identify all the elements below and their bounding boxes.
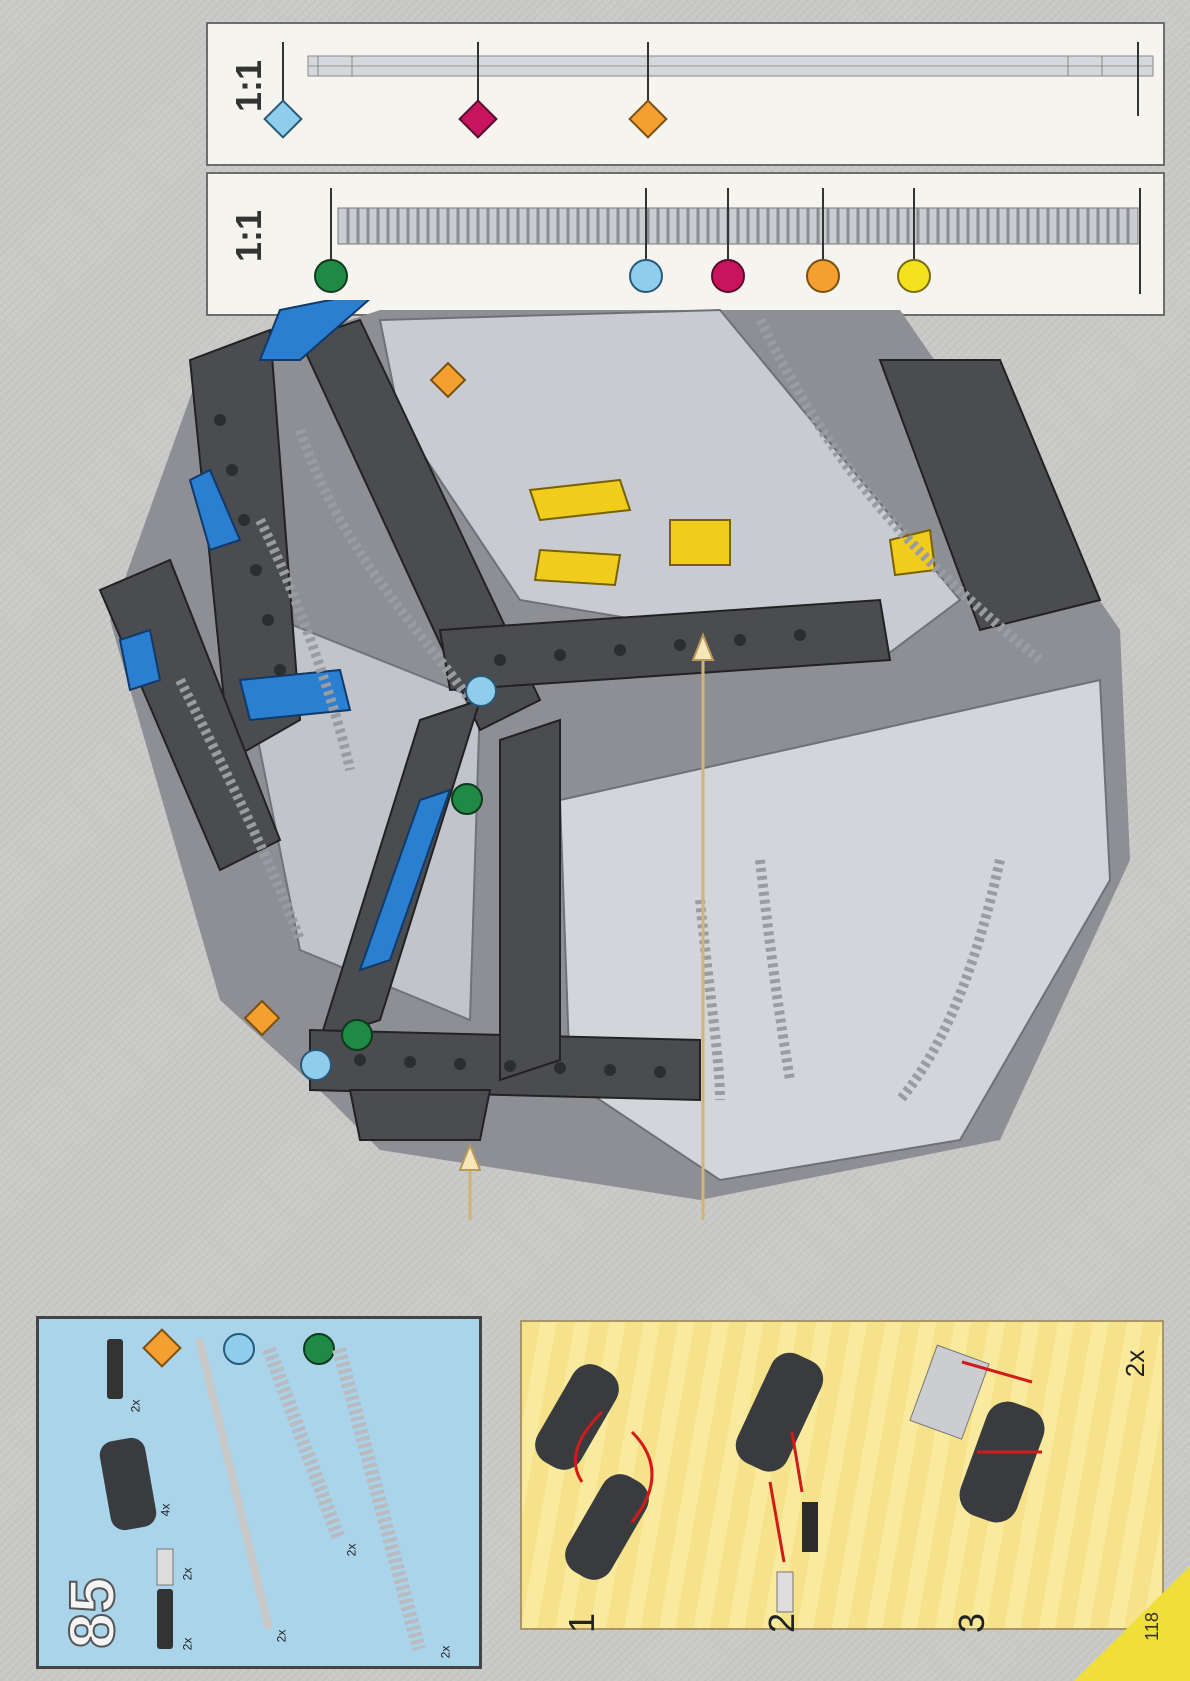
axle-pin-part: [156, 1548, 174, 1586]
blue-circle-model-marker: [465, 675, 497, 707]
axle-scale-drawing: [263, 42, 1154, 139]
axle-pin-step2: [776, 1571, 794, 1613]
scale-panel-flex-tube: 1:1: [206, 172, 1165, 316]
blue-circle-marker: [629, 259, 663, 293]
blue-diamond-marker: [263, 99, 303, 139]
yellow-circle-marker: [897, 259, 931, 293]
beam-left-long: [188, 328, 302, 762]
qty-label: 2x: [180, 1637, 195, 1651]
blue-beam-small: [118, 628, 162, 692]
liftarm-3-part: [99, 1437, 157, 1531]
blue-circle-parts-marker: [223, 1333, 255, 1365]
spring-3: [175, 677, 305, 942]
spring-1: [295, 428, 475, 703]
sub-assembly-box: 2x 1 2 3: [520, 1320, 1164, 1634]
step2-arrow: [768, 1481, 786, 1563]
plate-step3: [909, 1344, 990, 1440]
magenta-diamond-marker: [458, 99, 498, 139]
qty-label: 2x: [128, 1399, 143, 1413]
blue-beam-top: [258, 300, 371, 361]
page-corner-tab: [1074, 1566, 1190, 1681]
flex-tube-short-part: [262, 1346, 346, 1542]
liftarm-step2: [735, 1352, 824, 1472]
axle-long-part: [195, 1338, 273, 1630]
step3-arrow: [961, 1360, 1033, 1384]
flex-tube-scale-drawing: [314, 188, 1141, 294]
liftarm-step1-b: [565, 1474, 649, 1580]
orange-diamond-marker: [628, 99, 668, 139]
orange-diamond-parts-marker: [142, 1328, 182, 1368]
yellow-liftarm-mid: [533, 548, 622, 587]
sub-step-number: 2: [761, 1612, 803, 1634]
orange-diamond-model-marker: [429, 361, 467, 399]
friction-pin-part: [107, 1339, 123, 1399]
orange-circle-marker: [806, 259, 840, 293]
spring-2: [255, 517, 355, 771]
sub-step-number: 1: [561, 1612, 603, 1634]
sub-step-number: 3: [951, 1612, 993, 1634]
green-circle-marker: [314, 259, 348, 293]
step2-arrow: [790, 1431, 804, 1493]
qty-label: 2x: [180, 1567, 195, 1581]
callout-line: [468, 1165, 472, 1220]
spring-7: [755, 859, 795, 1081]
parts-drawings: [99, 1328, 426, 1651]
blue-beam-mid: [238, 668, 352, 722]
qty-label: 2x: [344, 1543, 359, 1557]
sub-assembly-drawings: [535, 1344, 1045, 1613]
scale-panel-axle: 1:1: [206, 22, 1165, 166]
callout-arrowhead: [691, 632, 715, 661]
beam-right: [878, 359, 1102, 632]
spring-4: [755, 317, 1044, 664]
callout-arrowhead: [458, 1142, 482, 1171]
pin-with-axle-part: [157, 1589, 173, 1649]
page-number: 118: [1141, 1612, 1162, 1641]
qty-label: 4x: [158, 1503, 173, 1517]
qty-label: 2x: [274, 1629, 289, 1643]
blue-beam-diag: [358, 788, 452, 972]
green-circle-model-marker: [451, 783, 483, 815]
pin-step2: [802, 1502, 818, 1552]
step1-arrow: [573, 1410, 604, 1483]
yellow-liftarm-top: [528, 478, 632, 522]
flex-tube-long-part: [332, 1347, 426, 1651]
beam-center-v: [499, 718, 561, 1082]
qty-label: 2x: [438, 1645, 453, 1659]
liftarm-step3: [959, 1401, 1045, 1523]
blue-beam-left: [188, 468, 242, 552]
spring-6: [896, 858, 1005, 1104]
parts-list-box: 85 2x 4x 2x 2x 2x 2x 2x: [36, 1316, 482, 1669]
beam-foot: [348, 1089, 492, 1141]
yellow-connector: [669, 519, 731, 566]
model-illustration: [98, 300, 1130, 1220]
blue-circle-model-marker: [300, 1049, 332, 1081]
liftarm-step1-a: [535, 1364, 619, 1470]
step1-arrow: [630, 1430, 654, 1523]
magenta-circle-marker: [711, 259, 745, 293]
green-circle-model-marker: [341, 1019, 373, 1051]
green-circle-parts-marker: [303, 1333, 335, 1365]
orange-diamond-model-marker: [243, 999, 281, 1037]
